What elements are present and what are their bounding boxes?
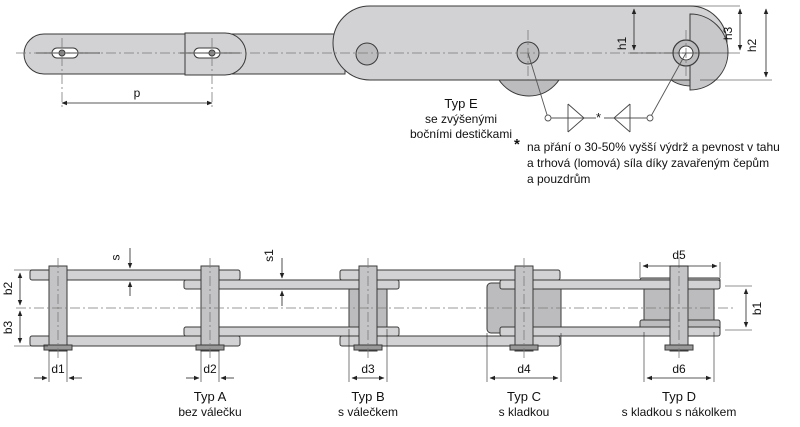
label-d1: d1 (51, 362, 65, 376)
plate-bottom-inner (183, 326, 400, 337)
footnote-line1: na přání o 30-50% vyšší výdrž a pevnost … (527, 140, 780, 154)
top-view-dimensions (14, 248, 752, 382)
plate-a-top-outer (29, 269, 241, 281)
plate-top-inner-2 (499, 279, 721, 290)
type-e-title: Typ E (444, 96, 478, 111)
type-d-sub: s kladkou s nákolkem (621, 405, 737, 419)
label-p: p (133, 86, 141, 100)
type-b-title: Typ B (351, 389, 385, 404)
type-a-sub: bez válečku (178, 405, 242, 419)
top-view-centerlines (16, 258, 735, 360)
label-h3: h3 (721, 26, 736, 41)
plate-top-outer-2 (339, 269, 561, 281)
dim-heights (630, 5, 772, 81)
footnote-line2: a trhová (lomová) síla díky zavařeným če… (527, 156, 770, 170)
type-e-hole-1 (355, 42, 379, 66)
label-h2: h2 (745, 38, 760, 53)
plate-bottom-inner-2 (499, 326, 721, 337)
plate-top-inner (183, 279, 400, 290)
label-s1: s1 (261, 249, 276, 262)
label-d6: d6 (672, 362, 686, 376)
label-d3: d3 (361, 362, 375, 376)
footnote-line3: a pouzdrům (527, 172, 591, 186)
plate-bottom-outer-2 (339, 335, 561, 347)
label-b3: b3 (1, 320, 16, 335)
type-d-title: Typ D (662, 389, 696, 404)
type-c-title: Typ C (507, 389, 541, 404)
side-view-centerlines (16, 30, 710, 110)
type-e-line1: se zvýšenými (424, 112, 498, 126)
label-d5: d5 (672, 248, 686, 262)
weld-callout (527, 52, 687, 133)
label-b2: b2 (1, 281, 16, 296)
weld-star: * (596, 110, 602, 125)
label-s: s (108, 254, 123, 261)
type-e-end-plate (689, 13, 729, 91)
label-h1: h1 (615, 36, 630, 51)
label-d4: d4 (517, 362, 531, 376)
side-view (23, 5, 729, 97)
type-a-title: Typ A (193, 389, 227, 404)
type-b-sub: s válečkem (337, 405, 399, 419)
type-c-sub: s kladkou (498, 405, 550, 419)
type-e-line2: bočními destičkami (409, 127, 513, 141)
label-d2: d2 (203, 362, 217, 376)
footnote-star: * (514, 136, 520, 153)
plate-a-bottom-outer (29, 335, 241, 347)
label-b1: b1 (750, 301, 765, 316)
top-view-plates (29, 269, 721, 347)
